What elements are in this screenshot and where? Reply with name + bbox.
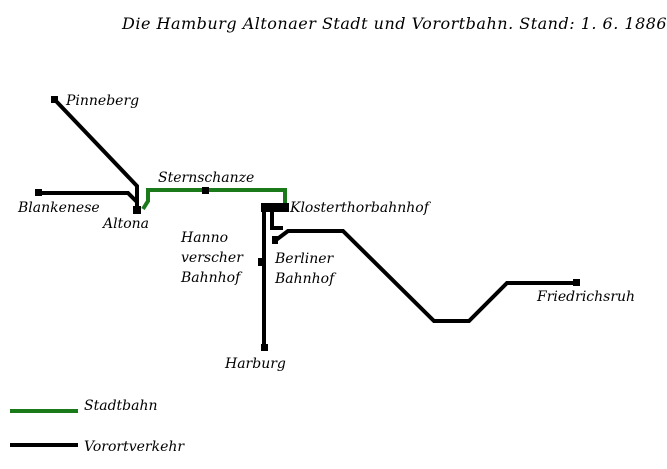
label-berliner-bahnhof: Berliner Bahnhof (275, 249, 334, 289)
line-friedrichsruh (274, 229, 577, 323)
label-altona: Altona (103, 216, 150, 232)
label-blankenese: Blankenese (18, 200, 100, 216)
station-marker-pinneberg (51, 96, 58, 103)
label-pinneberg: Pinneberg (66, 93, 140, 109)
label-sternschanze: Sternschanze (158, 170, 255, 186)
label-friedrichsruh: Friedrichsruh (537, 289, 636, 305)
label-hannoverscher-bahnhof: Hanno verscher Bahnhof (181, 228, 243, 288)
stadtbahn-line (141, 188, 287, 211)
map-title: Die Hamburg Altonaer Stadt und Vorortbah… (122, 14, 667, 33)
station-marker-sternschanze (202, 187, 209, 194)
station-marker-friedrichsruh (573, 279, 580, 286)
station-marker-hannoverscher (258, 258, 264, 266)
legend-label-stadtbahn: Stadtbahn (84, 398, 158, 414)
label-hannoverscher-line2: verscher (181, 250, 243, 266)
label-berliner-line2: Bahnhof (275, 271, 335, 287)
station-marker-berliner (272, 236, 278, 244)
legend-label-vorortverkehr: Vorortverkehr (84, 439, 185, 455)
station-marker-harburg (261, 344, 268, 351)
label-hannoverscher-line3: Bahnhof (181, 270, 241, 286)
label-harburg: Harburg (225, 356, 286, 372)
label-klosterthor: Klosterthorbahnhof (290, 200, 429, 216)
station-marker-blankenese (35, 189, 42, 196)
line-berliner-spur (270, 208, 283, 230)
station-marker-klosterthor (261, 203, 289, 212)
label-berliner-line1: Berliner (275, 251, 334, 267)
label-hannoverscher-line1: Hanno (181, 230, 229, 246)
line-blankenese-altona (38, 191, 139, 204)
station-marker-altona (133, 206, 141, 214)
